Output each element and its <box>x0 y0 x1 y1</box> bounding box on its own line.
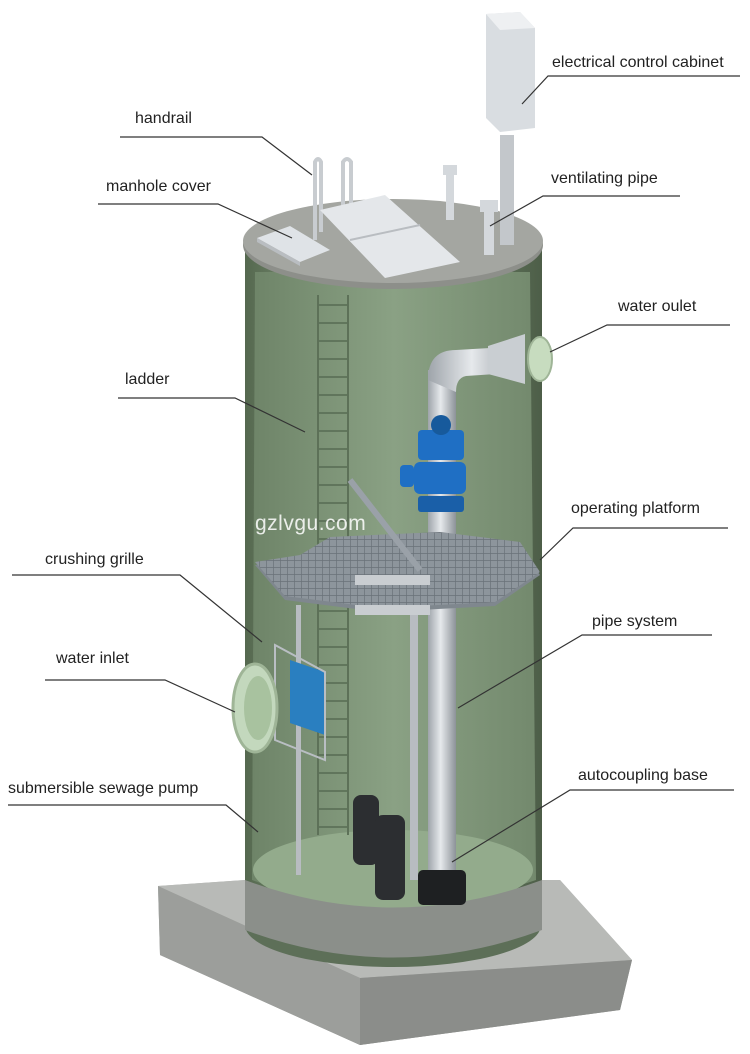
leader-pipe-system <box>457 634 712 709</box>
leader-handrail <box>120 136 313 176</box>
label-ladder: ladder <box>125 371 170 388</box>
label-submersible-sewage-pump: submersible sewage pump <box>8 780 199 797</box>
leader-operating-platform <box>539 527 728 561</box>
leader-submersible-sewage-pump <box>8 804 259 833</box>
label-ventilating-pipe: ventilating pipe <box>551 170 658 187</box>
valve-assembly <box>400 415 466 512</box>
leader-water-outlet <box>549 324 730 353</box>
label-pipe-system: pipe system <box>592 613 678 630</box>
electrical-control-cabinet <box>486 12 535 245</box>
label-manhole-cover: manhole cover <box>106 178 211 195</box>
label-water-inlet: water inlet <box>56 650 129 667</box>
label-electrical-control-cabinet: electrical control cabinet <box>552 54 724 71</box>
label-crushing-grille: crushing grille <box>45 551 144 568</box>
leader-lines <box>8 75 740 863</box>
operating-platform <box>255 478 540 615</box>
leader-manhole-cover <box>98 203 293 239</box>
leader-ladder <box>118 397 306 433</box>
watermark: gzlvgu.com <box>255 512 367 535</box>
leader-water-inlet <box>45 679 236 713</box>
leader-electrical-control-cabinet <box>521 75 740 105</box>
leader-autocoupling-base <box>451 789 734 863</box>
label-operating-platform: operating platform <box>571 500 700 517</box>
label-water-outlet: water oulet <box>618 298 697 315</box>
vent-pipes <box>443 165 498 255</box>
water-inlet <box>231 662 279 754</box>
leader-ventilating-pipe <box>489 195 680 227</box>
label-handrail: handrail <box>135 110 192 127</box>
label-autocoupling-base: autocoupling base <box>578 767 708 784</box>
handrail <box>313 157 353 240</box>
manhole-covers <box>257 195 460 278</box>
leader-crushing-grille <box>12 574 263 643</box>
submersible-pumps <box>353 795 466 905</box>
